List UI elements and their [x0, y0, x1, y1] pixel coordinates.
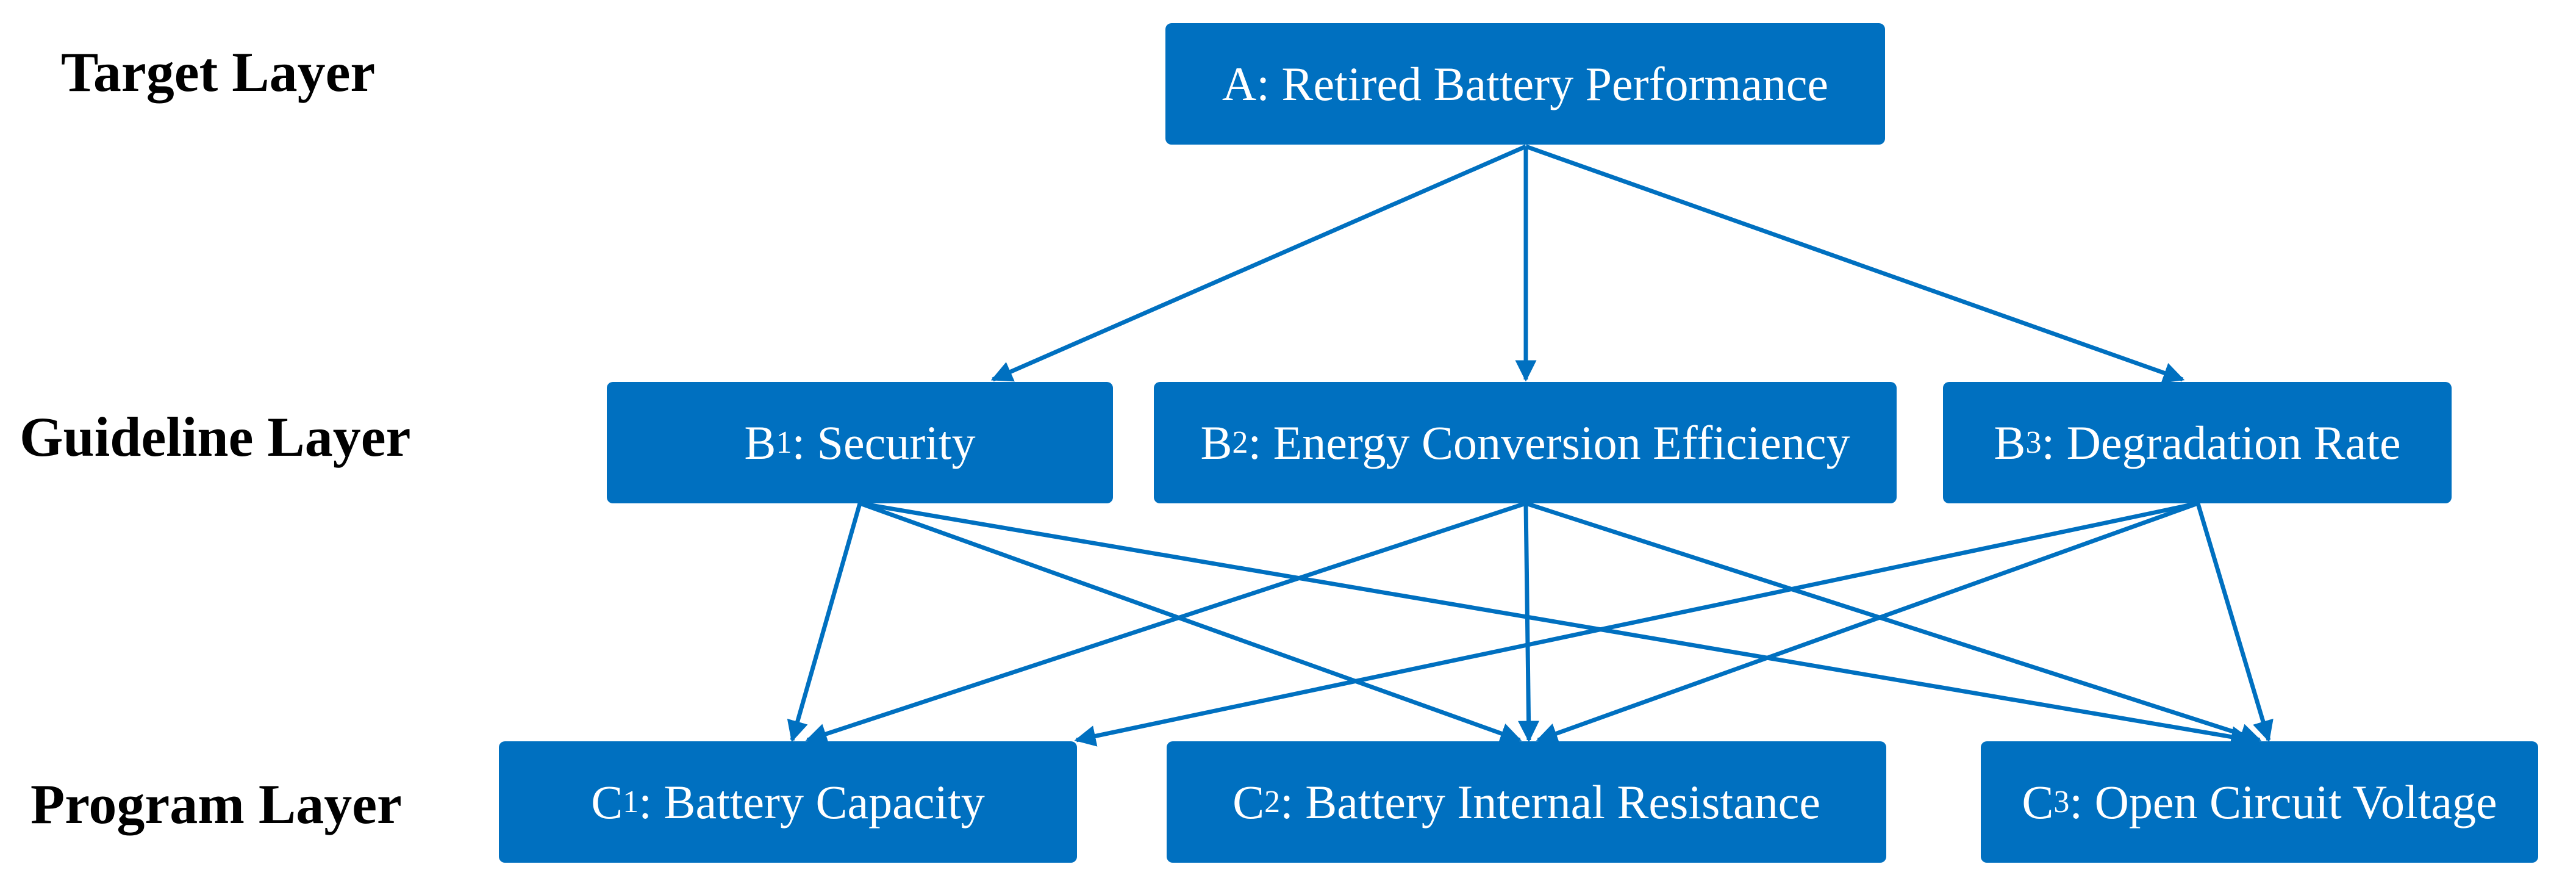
edge-b2-to-c2: [1518, 503, 1540, 743]
target-layer-label: Target Layer: [61, 41, 376, 103]
node-c1-text: : Battery Capacity: [639, 775, 985, 829]
node-a-retired-battery-performance: A: Retired Battery Performance: [1165, 23, 1885, 145]
node-b3-prefix: B: [1994, 415, 2026, 469]
edge-b1-to-c2: [859, 501, 1522, 744]
node-c1-prefix: C: [591, 775, 623, 829]
edge-a-to-b1: [990, 144, 1527, 382]
node-b3-text: : Degradation Rate: [2041, 415, 2401, 469]
edge-b2-to-c3: [1525, 501, 2262, 744]
node-c3-text: : Open Circuit Voltage: [2069, 775, 2497, 829]
edge-b3-to-c1: [1074, 501, 2199, 747]
node-b2-prefix: B: [1200, 415, 1233, 469]
edge-b2-to-c1: [805, 501, 1527, 744]
edge-b1-to-c1: [787, 503, 862, 743]
node-a-prefix: A: [1222, 57, 1257, 110]
program-layer-label: Program Layer: [30, 773, 402, 835]
guideline-layer-label: Guideline Layer: [20, 406, 411, 468]
node-b1-text: : Security: [792, 415, 976, 469]
node-b2-text: : Energy Conversion Efficiency: [1248, 415, 1850, 469]
edge-b3-to-c3: [2195, 502, 2274, 743]
edge-a-to-b3: [1525, 144, 2185, 383]
node-c2-text: : Battery Internal Resistance: [1280, 775, 1820, 829]
node-a-text: : Retired Battery Performance: [1256, 57, 1829, 110]
edge-b3-to-c2: [1536, 501, 2199, 744]
edge-b1-to-c3: [859, 501, 2253, 747]
node-c3-prefix: C: [2022, 775, 2054, 829]
node-c2-prefix: C: [1233, 775, 1265, 829]
node-b1-prefix: B: [744, 415, 776, 469]
